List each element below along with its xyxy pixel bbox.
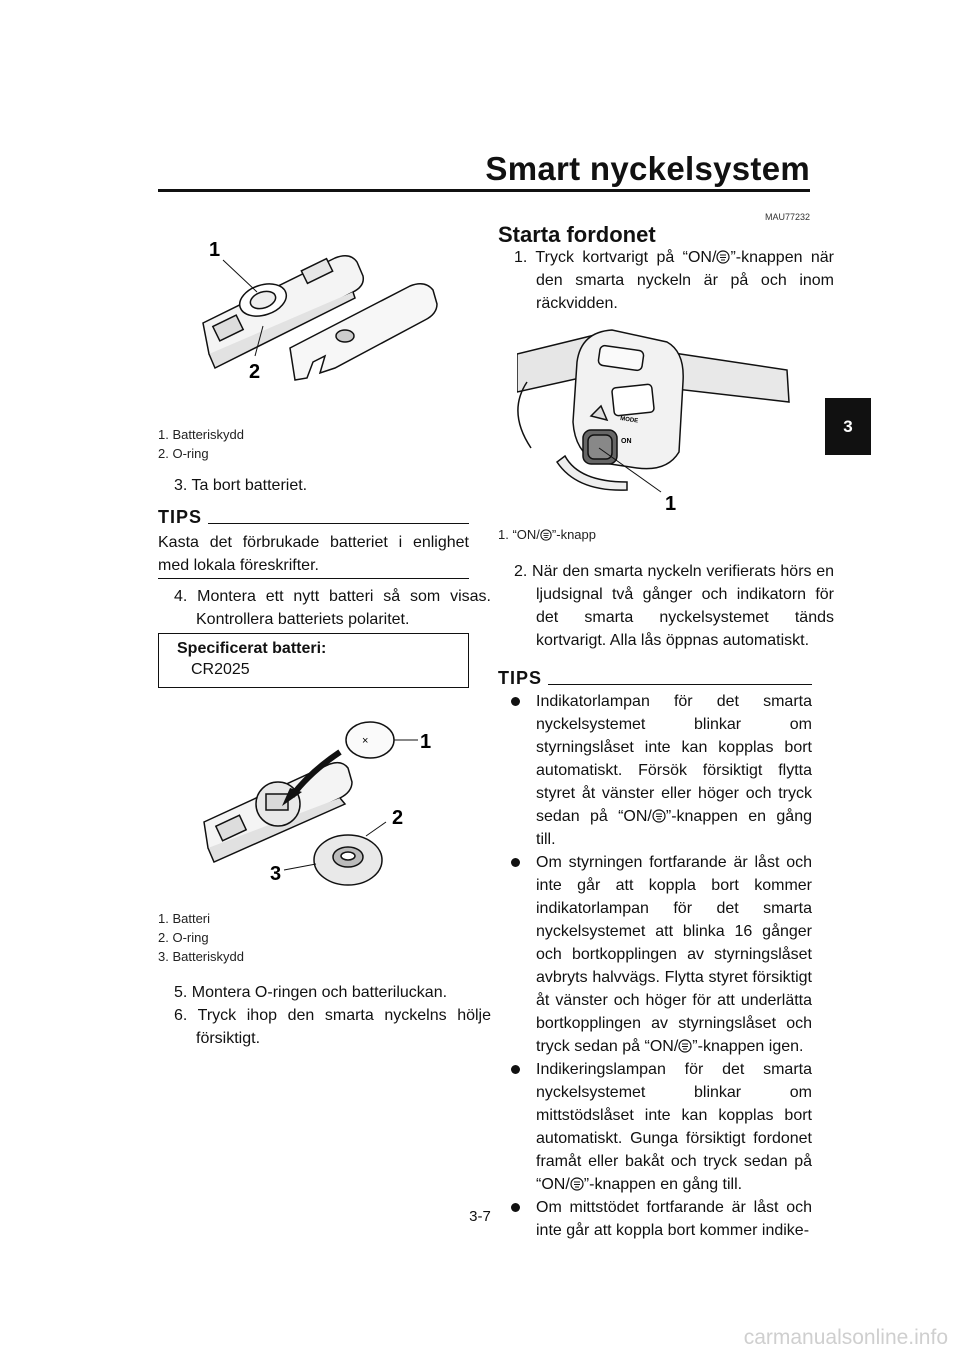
- fig2-captions: 1. Batteri 2. O-ring 3. Batteriskydd: [158, 909, 244, 966]
- chapter-tab: 3: [825, 398, 871, 455]
- bullet-icon: [511, 858, 520, 867]
- fig2-callout-1: 1: [420, 731, 431, 753]
- bullet-icon: [511, 1065, 520, 1074]
- caption-line: 1. Batteriskydd: [158, 427, 244, 442]
- list-item: Om styrningen fortfarande är låst och in…: [498, 851, 812, 1058]
- smart-key-icon: [716, 250, 731, 264]
- handlebar-switch-figure: MODE ON 1: [517, 329, 790, 515]
- fig2-callout-2: 2: [392, 807, 403, 829]
- caption-line: 2. O-ring: [158, 930, 209, 945]
- section-title: Starta fordonet: [498, 222, 656, 247]
- tips-heading: TIPS: [158, 507, 203, 527]
- smart-key-icon: [540, 529, 552, 541]
- tips-rule: [548, 684, 812, 685]
- spec-box: Specificerat batteri: CR2025: [158, 633, 469, 688]
- battery-figure: × 1 2 3: [203, 721, 431, 886]
- step-4: 4. Montera ett nytt batteri så som visas…: [174, 588, 491, 628]
- smart-key-icon: [678, 1039, 692, 1053]
- key-cover-figure: 1 2: [202, 239, 438, 383]
- start-step-1: 1. Tryck kortvarigt på “ON/”-knappen när…: [514, 249, 834, 312]
- caption-line: 1. Batteri: [158, 911, 211, 926]
- watermark: carmanualsonline.info: [743, 1326, 948, 1349]
- list-item: Om mittstödet fortfarande är låst och in…: [498, 1196, 812, 1242]
- tips-heading: TIPS: [498, 668, 543, 688]
- step-3: 3. Ta bort batteriet.: [174, 477, 308, 494]
- svg-text:×: ×: [362, 735, 368, 747]
- step-5: 5. Montera O-ringen och batteriluckan.: [174, 984, 448, 1001]
- fig1-captions: 1. Batteriskydd 2. O-ring: [158, 425, 244, 463]
- page-number: 3-7: [469, 1208, 491, 1225]
- list-item: Indikatorlampan för det smarta nyckelsys…: [498, 690, 812, 851]
- page-title: Smart nyckelsystem: [485, 150, 810, 187]
- mode-label: MODE: [620, 416, 639, 424]
- bullet-icon: [511, 697, 520, 706]
- smart-key-icon: [652, 809, 666, 823]
- step-6: 6. Tryck ihop den smarta nyckelns hölje …: [174, 1007, 491, 1047]
- list-item: Indikeringslampan för det smarta nyckels…: [498, 1058, 812, 1196]
- fig1-callout-2: 2: [249, 361, 260, 383]
- caption-line: 3. Batteriskydd: [158, 949, 244, 964]
- tips-rule: [208, 523, 469, 524]
- fig3-callout-1: 1: [665, 493, 676, 515]
- tips-bullets: Indikatorlampan för det smarta nyckelsys…: [498, 690, 812, 1242]
- tips-text: Kasta det förbrukade batteriet i enlighe…: [158, 534, 469, 574]
- spec-label: Specificerat batteri:: [177, 640, 327, 657]
- smart-key-icon: [570, 1177, 584, 1191]
- title-rule: [158, 189, 810, 192]
- document-code: MAU77232: [764, 212, 810, 222]
- fig2-callout-3: 3: [270, 863, 281, 885]
- tips-end-rule: [158, 578, 469, 579]
- bullet-icon: [511, 1203, 520, 1212]
- fig3-caption: 1. “ON/”-knapp: [498, 527, 596, 542]
- caption-line: 2. O-ring: [158, 446, 209, 461]
- start-step-2: 2. När den smarta nyckeln verifierats hö…: [514, 563, 834, 649]
- on-label: ON: [621, 438, 632, 445]
- spec-value: CR2025: [191, 661, 250, 678]
- fig1-callout-1: 1: [209, 239, 220, 261]
